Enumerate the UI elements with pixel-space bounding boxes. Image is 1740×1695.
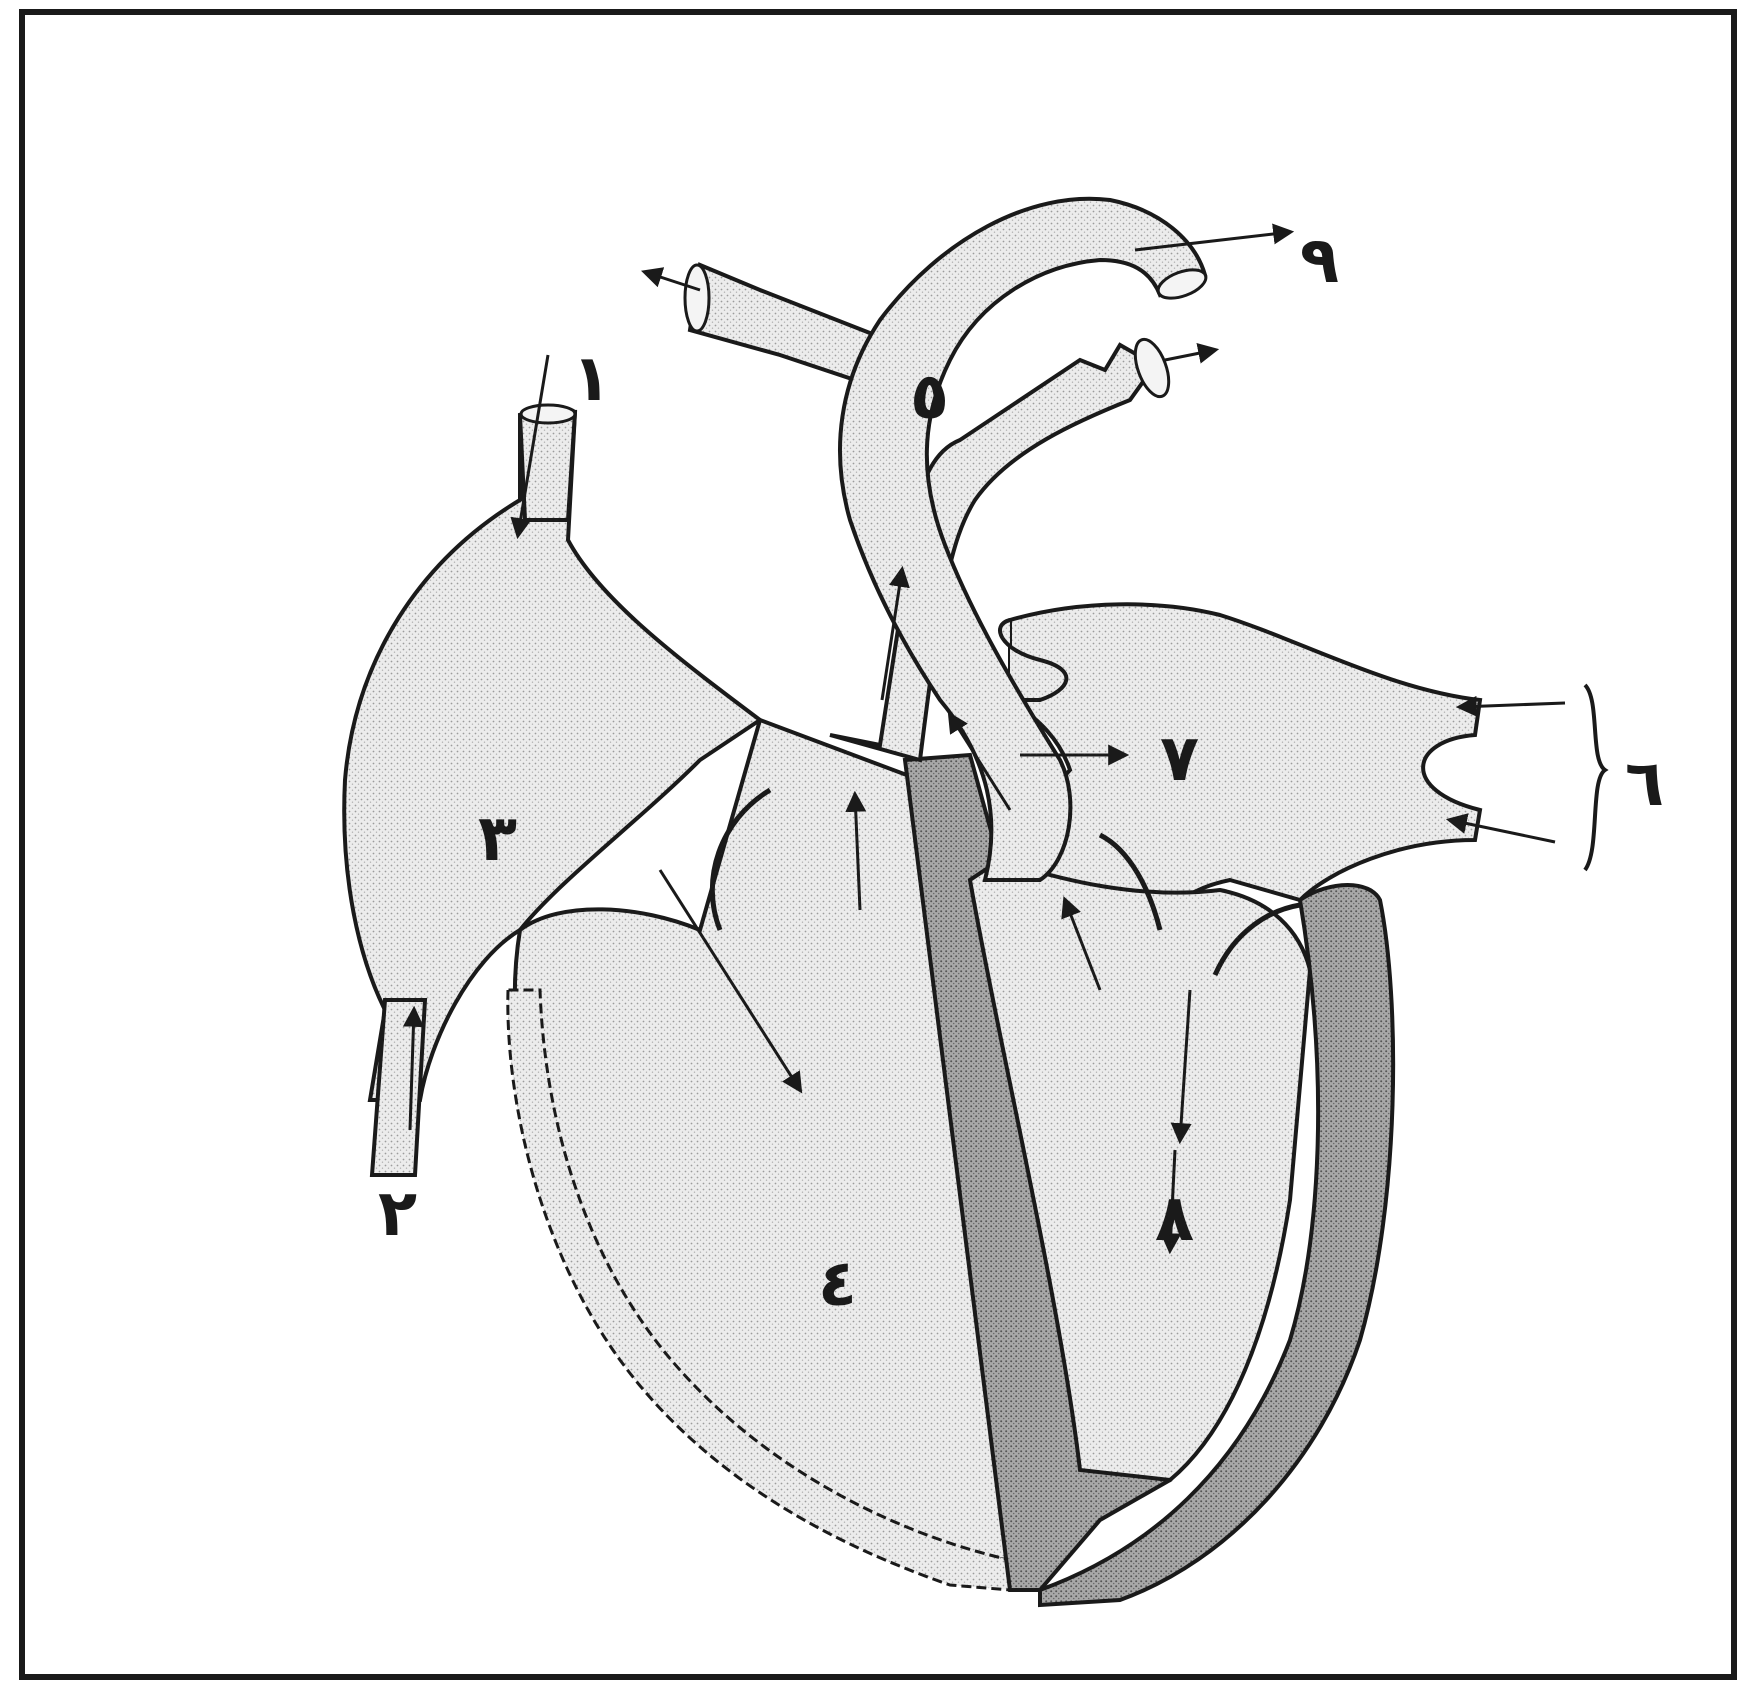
label-2: ٢ <box>378 1177 417 1251</box>
label-3: ٣ <box>478 802 517 876</box>
flow-arrow-pa-right <box>1165 350 1215 360</box>
superior-vena-cava-opening <box>521 405 575 423</box>
pulmonary-artery-left-opening <box>685 265 709 331</box>
pulmonary-veins-brace <box>1585 685 1605 870</box>
label-1: ١ <box>572 342 611 416</box>
inferior-vena-cava <box>372 1000 425 1175</box>
label-5: ٥ <box>910 360 949 434</box>
label-6: ٦ <box>1625 747 1664 821</box>
label-7: ٧ <box>1160 722 1199 796</box>
label-9: ٩ <box>1300 224 1339 298</box>
label-4: ٤ <box>818 1247 857 1321</box>
label-8: ٨ <box>1155 1182 1194 1256</box>
pulmonary-artery-left <box>690 265 875 380</box>
